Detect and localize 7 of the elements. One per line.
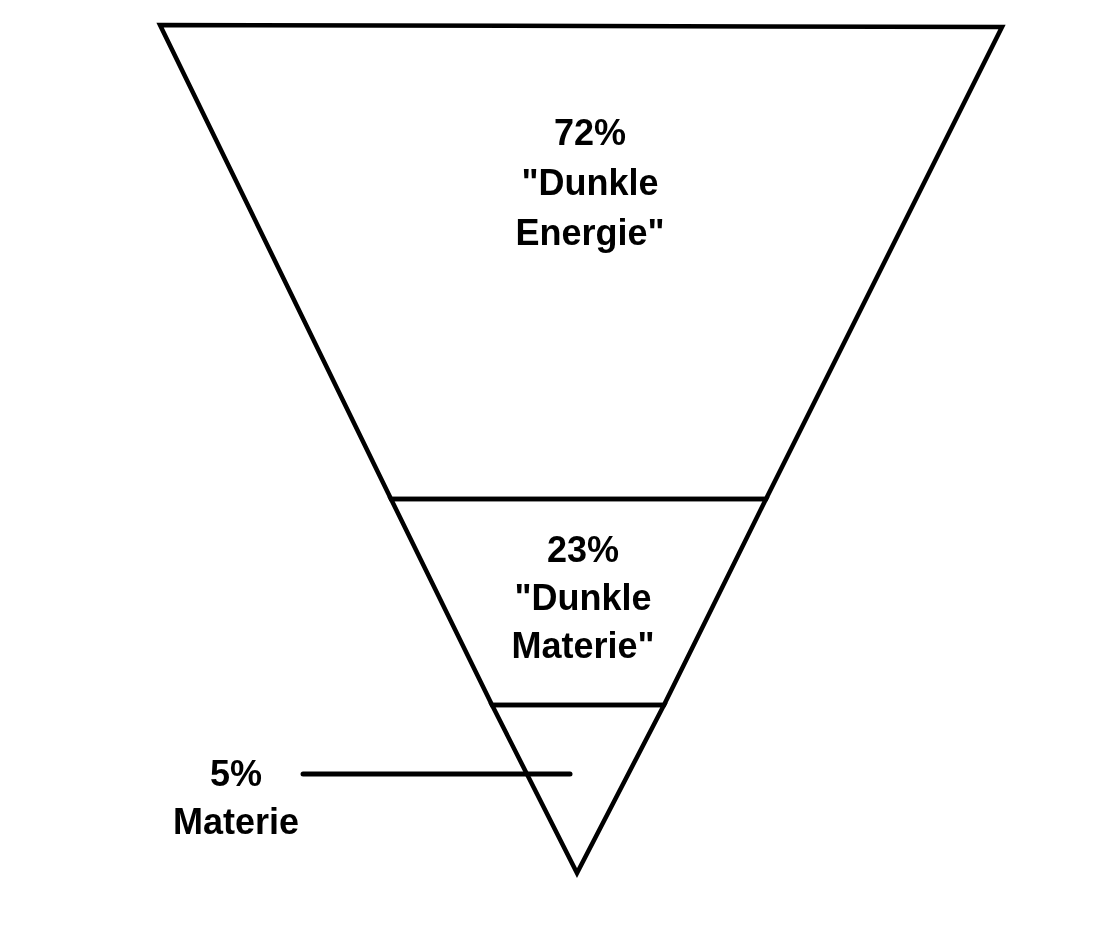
- band-label: 23% "Dunkle Materie": [511, 528, 655, 668]
- pyramid-band: [156, 21, 1006, 499]
- percentage-label: 5% Materie: [173, 750, 300, 846]
- leader-line: [300, 771, 573, 777]
- band-label: 72% "Dunkle Energie": [515, 111, 665, 255]
- pyramid-tip: [490, 705, 666, 879]
- pyramid-band: [389, 499, 768, 705]
